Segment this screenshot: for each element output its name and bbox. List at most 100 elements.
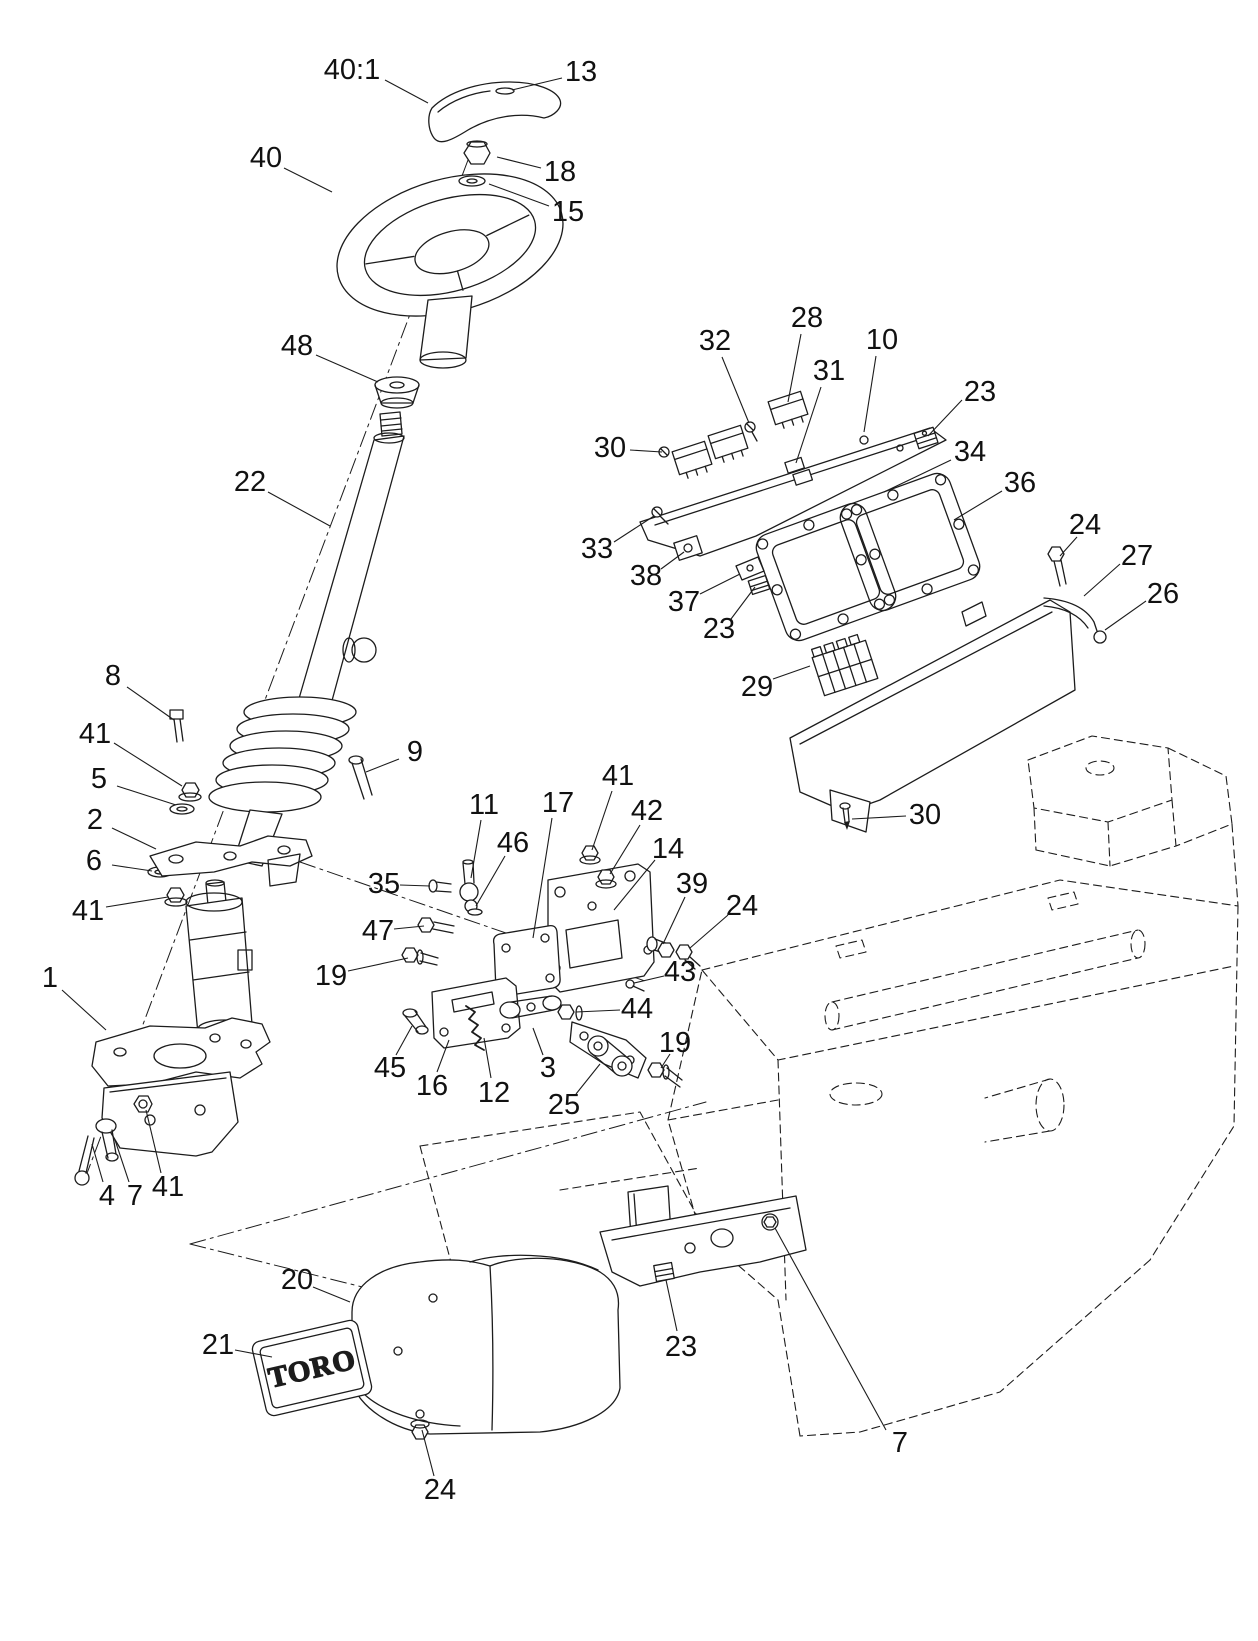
- callout-24-17: 24: [1069, 509, 1101, 541]
- leader-line-17-31: [532, 817, 553, 939]
- callout-7-58: 7: [892, 1427, 908, 1459]
- leader-line-23-21: [730, 586, 756, 620]
- bolt-8: [169, 709, 184, 743]
- callout-35-35: 35: [368, 868, 400, 900]
- callout-40-2: 40: [250, 142, 282, 174]
- pin-7: [95, 1118, 119, 1162]
- leader-line-3-49: [532, 1027, 544, 1056]
- callout-38-16: 38: [630, 560, 662, 592]
- leader-line-24-17: [1059, 536, 1078, 557]
- fitting-11: [459, 859, 479, 913]
- leader-line-29-22: [772, 665, 811, 680]
- relay-bracket: [639, 427, 947, 557]
- callout-29-22: 29: [741, 671, 773, 703]
- leader-line-23-11: [927, 399, 963, 437]
- leader-lines: [61, 77, 1147, 1477]
- cap-slot: [495, 87, 515, 95]
- callout-25-50: 25: [548, 1089, 580, 1121]
- leader-line-41-37: [105, 896, 169, 908]
- leader-line-37-20: [699, 573, 741, 595]
- control-cover: [351, 1254, 621, 1435]
- callout-41-53: 41: [152, 1171, 184, 1203]
- leader-line-34-13: [883, 459, 952, 493]
- leader-line-14-32: [613, 859, 656, 911]
- callout-45-46: 45: [374, 1052, 406, 1084]
- centerlines: [85, 159, 707, 1341]
- callout-36-14: 36: [1004, 467, 1036, 499]
- shaft-bellows: [208, 696, 357, 867]
- toro-decal: TORO: [251, 1319, 373, 1417]
- nut-44: [557, 1004, 583, 1021]
- leader-line-23-56: [665, 1279, 678, 1332]
- gasket-frame-36: [839, 472, 981, 612]
- steering-wheel: [336, 173, 564, 369]
- callout-47-38: 47: [362, 915, 394, 947]
- callout-7-52: 7: [127, 1180, 143, 1212]
- leader-line-39-36: [662, 896, 686, 945]
- strap-25: [587, 1035, 633, 1077]
- callout-44-44: 44: [621, 993, 653, 1025]
- callout-22-6: 22: [234, 466, 266, 498]
- leader-line-16-47: [436, 1039, 450, 1073]
- nut-41-bottom: [133, 1095, 153, 1113]
- leader-line-19-41: [347, 957, 409, 972]
- leader-line-12-48: [483, 1037, 492, 1079]
- lower-mount-plate: [91, 1017, 271, 1157]
- leader-line-30-40: [851, 815, 907, 820]
- bolt-7-frame: [761, 1213, 779, 1231]
- flange-nut-41-upper: [178, 782, 202, 802]
- callout-48-5: 48: [281, 330, 313, 362]
- leader-line-30-12: [629, 449, 663, 453]
- leader-line-21-55: [234, 1349, 273, 1358]
- callout-34-13: 34: [954, 436, 986, 468]
- leader-line-33-15: [613, 515, 655, 543]
- callout-3-49: 3: [540, 1052, 556, 1084]
- flange-nut-41-mid: [579, 845, 601, 865]
- leader-line-27-18: [1083, 563, 1121, 597]
- bolt-24-top: [1047, 546, 1067, 587]
- callout-10-10: 10: [866, 324, 898, 356]
- callout-9-25: 9: [407, 736, 423, 768]
- callout-4-51: 4: [99, 1180, 115, 1212]
- relay-b: [707, 424, 749, 463]
- callout-42-29: 42: [631, 795, 663, 827]
- bolt-47: [417, 917, 455, 934]
- gasket-frame-34: [755, 502, 897, 642]
- callout-41-28: 41: [602, 760, 634, 792]
- steering-wheel-cap: [428, 81, 562, 143]
- callout-32-7: 32: [699, 325, 731, 357]
- lever-plate: [569, 1021, 647, 1079]
- leader-line-42-29: [609, 824, 641, 875]
- leader-line-38-16: [660, 551, 685, 570]
- leader-line-47-38: [393, 925, 425, 930]
- leader-line-48-5: [315, 354, 379, 383]
- leader-line-7-52: [114, 1139, 130, 1183]
- rod-26-27: [1043, 597, 1107, 644]
- leader-line-46-34: [475, 855, 506, 907]
- connector-31: [784, 456, 814, 486]
- callout-12-48: 12: [478, 1077, 510, 1109]
- leader-line-41-28: [591, 790, 613, 851]
- callout-30-12: 30: [594, 432, 626, 464]
- bolt-24-mid: [675, 944, 701, 970]
- relay-30: [671, 440, 713, 479]
- callout-37-20: 37: [668, 586, 700, 618]
- leader-line-36-14: [953, 490, 1003, 521]
- leader-line-26-19: [1104, 600, 1147, 631]
- leader-line-7-58: [774, 1227, 887, 1431]
- callout-23-21: 23: [703, 613, 735, 645]
- bolt-9: [348, 755, 373, 800]
- callout-17-31: 17: [542, 787, 574, 819]
- bracket-hole-10: [859, 435, 869, 445]
- leader-line-43-42: [633, 975, 665, 984]
- leader-line-40:1-0: [384, 79, 429, 104]
- leader-line-35-35: [399, 884, 431, 887]
- foam-collar: [374, 376, 420, 409]
- washer-5: [169, 803, 195, 815]
- callout-5-26: 5: [91, 763, 107, 795]
- callout-28-8: 28: [791, 302, 823, 334]
- bolt-19-left: [401, 947, 439, 966]
- callout-1-43: 1: [42, 962, 58, 994]
